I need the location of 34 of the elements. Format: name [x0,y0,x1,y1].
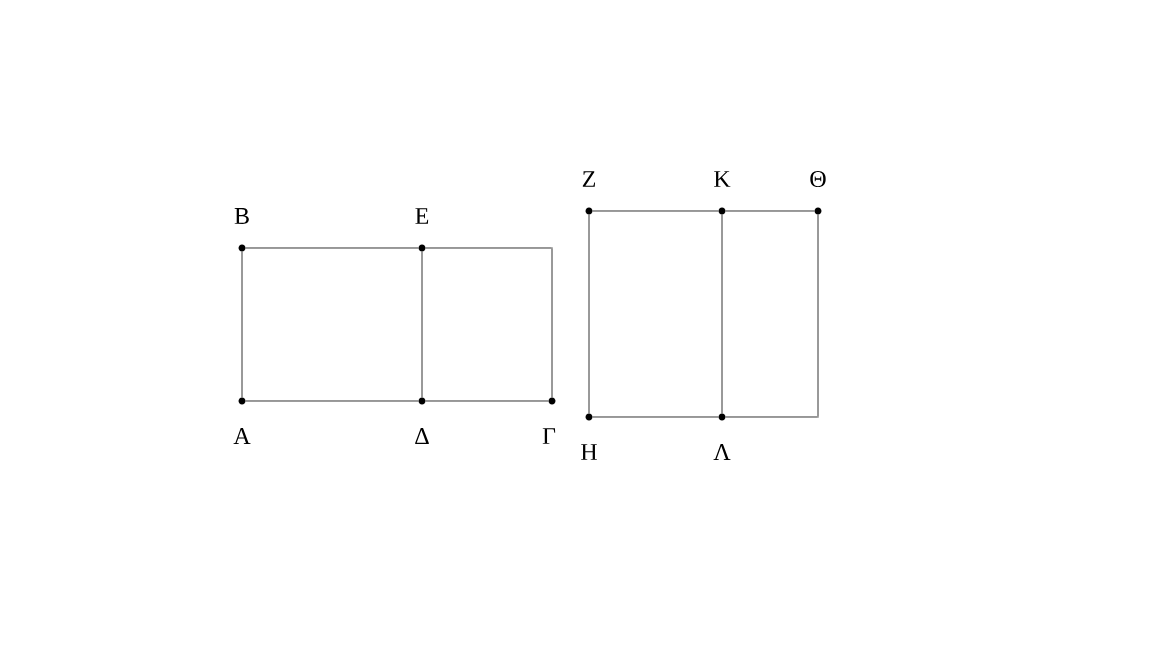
labeled-point: Β [234,208,249,252]
labeled-point: Ζ [582,171,595,215]
line-segment [721,214,723,414]
node-label: Γ [542,428,556,444]
node-label: Η [581,444,597,460]
labeled-point: Γ [542,397,556,444]
labeled-point: Κ [714,171,731,215]
labeled-point: Δ [415,397,429,444]
line-segment [551,248,553,398]
node-label: Θ [810,170,826,188]
line-segment [592,210,719,212]
node-label: Κ [714,171,731,187]
labeled-point: Θ [810,170,826,215]
node-label: Β [234,208,249,224]
line-segment [588,214,590,414]
labeled-point: Λ [713,413,731,460]
node-label: Δ [415,428,429,444]
line-segment [425,400,549,402]
labeled-point: Α [233,397,251,444]
line-segment [245,400,419,402]
line-segment [245,247,419,249]
line-segment [725,210,815,212]
line-segment [241,251,243,398]
node-label: Ζ [582,171,596,187]
line-segment [592,416,719,418]
node-label: Ε [415,208,429,224]
node-label: Α [233,428,251,444]
labeled-point: Η [581,413,597,460]
node-label: Λ [713,444,731,460]
line-segment [817,214,819,417]
line-segment [725,416,818,418]
line-segment [421,251,423,398]
labeled-point: Ε [415,208,429,252]
line-segment [425,247,552,249]
